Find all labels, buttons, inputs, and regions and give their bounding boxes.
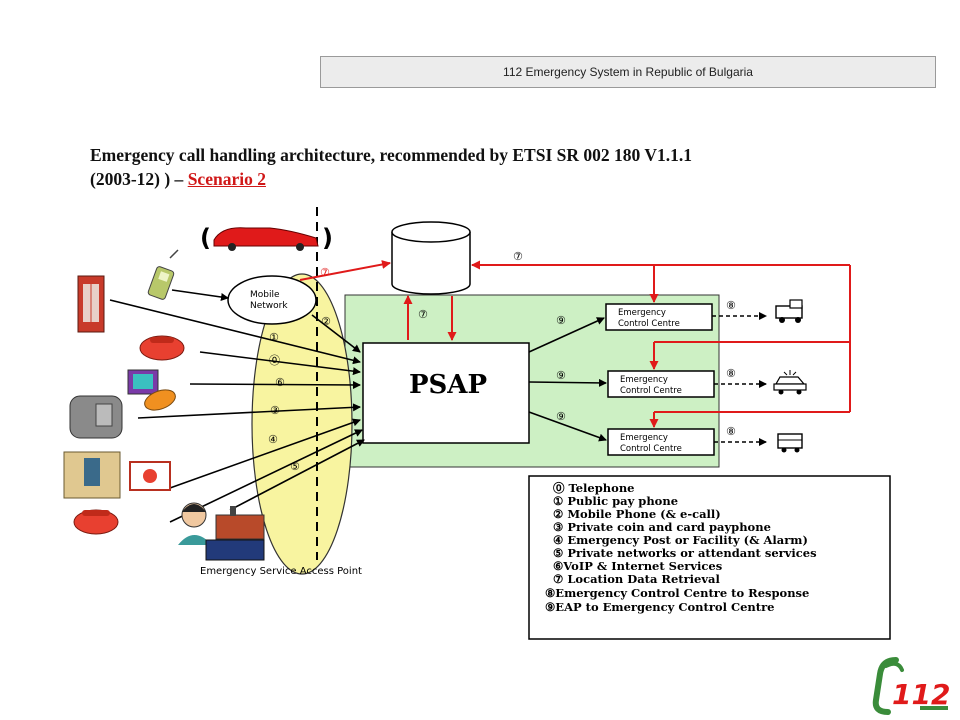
ellipse-markers: ① ⓪ ⑥ ③ ④ ⑤ ② — [268, 315, 331, 473]
psap-label: PSAP — [409, 370, 487, 400]
telephone-icon-2 — [73, 509, 119, 535]
svg-text:⑨: ⑨ — [556, 314, 566, 327]
svg-text:⑨: ⑨ — [556, 369, 566, 382]
ecc-box-1: Emergency Control Centre — [605, 303, 713, 331]
mobile-network-node — [227, 275, 317, 325]
access-point-ellipse — [251, 273, 353, 575]
svg-text:⑧: ⑧ — [726, 367, 736, 380]
header-title: 112 Emergency System in Republic of Bulg… — [503, 65, 753, 79]
svg-text:④: ④ — [268, 433, 278, 446]
legend-item-location-data: ⑦ Location Data Retrieval — [553, 572, 720, 586]
legend-item-emergency-post: ④ Emergency Post or Facility (& Alarm) — [553, 533, 808, 547]
ecc-box-3: Emergency Control Centre — [607, 428, 715, 456]
legend-box — [528, 475, 891, 640]
private-network-buildings-icon — [205, 506, 265, 561]
mobile-network-label-2: Network — [250, 301, 288, 311]
svg-text:⑧: ⑧ — [726, 425, 736, 438]
svg-text:): ) — [322, 224, 333, 252]
svg-text:Emergency: Emergency — [620, 375, 668, 385]
legend-items: ⓪ Telephone ① Public pay phone ② Mobile … — [545, 481, 817, 614]
emergency-post-icon — [63, 451, 171, 499]
legend-item-coin-payphone: ③ Private coin and card payphone — [553, 520, 771, 534]
ambulance-icon — [775, 299, 803, 323]
esap-label: Emergency Service Access Point — [200, 566, 362, 577]
pay-phone-booth-icon — [77, 275, 105, 333]
svg-text:⑤: ⑤ — [290, 460, 300, 473]
legend-item-telephone: ⓪ Telephone — [553, 481, 635, 495]
svg-text:⑨: ⑨ — [556, 410, 566, 423]
operator-icon — [178, 502, 212, 545]
logo-112-text: 112 — [892, 678, 950, 711]
header-bar: 112 Emergency System in Republic of Bulg… — [320, 56, 936, 88]
psap-box — [362, 342, 530, 444]
police-car-icon — [773, 370, 807, 395]
flow-markers: ⑦ ⑦ ⑦ ⑨ ⑨ ⑨ ⑧ ⑧ ⑧ — [320, 250, 736, 438]
voip-computer-icon — [127, 369, 176, 411]
legend-item-private-networks: ⑤ Private networks or attendant services — [553, 546, 817, 560]
response-arrows — [712, 312, 767, 446]
svg-text:②: ② — [321, 315, 331, 328]
car-icon: ( ) — [200, 224, 333, 252]
telephone-icon-1 — [139, 335, 185, 361]
fire-truck-icon — [777, 433, 803, 453]
svg-text:①: ① — [269, 331, 279, 344]
svg-text:⑦: ⑦ — [513, 250, 523, 263]
svg-text:Control Centre: Control Centre — [620, 386, 682, 396]
location-data-arrows — [299, 260, 851, 428]
svg-text:Control Centre: Control Centre — [618, 319, 680, 329]
slide-title-part1: Emergency call handling architecture, re… — [90, 145, 692, 165]
svg-text:Emergency: Emergency — [618, 308, 666, 318]
svg-text:(: ( — [200, 224, 211, 252]
legend-item-ecc-response: ⑧Emergency Control Centre to Response — [545, 586, 809, 600]
coin-payphone-icon — [69, 395, 123, 439]
mobile-network-label-1: Mobile — [250, 290, 280, 300]
slide-title-part2: (2003-12) ) – — [90, 169, 188, 189]
mobile-phone-icon — [147, 249, 179, 300]
svg-text:⑧: ⑧ — [726, 299, 736, 312]
svg-text:⑦: ⑦ — [320, 266, 330, 279]
svg-text:Control Centre: Control Centre — [620, 444, 682, 454]
svg-text:Emergency: Emergency — [620, 433, 668, 443]
svg-text:⑥: ⑥ — [275, 376, 285, 389]
legend-item-voip: ⑥VoIP & Internet Services — [553, 559, 722, 573]
slide-title: Emergency call handling architecture, re… — [90, 143, 890, 191]
svg-text:⓪: ⓪ — [269, 354, 280, 367]
legend-item-mobile-phone: ② Mobile Phone (& e-call) — [553, 507, 721, 521]
scenario-link[interactable]: Scenario 2 — [187, 169, 266, 189]
ecc-box-2: Emergency Control Centre — [607, 370, 715, 398]
legend-item-public-pay-phone: ① Public pay phone — [553, 494, 678, 508]
svg-text:③: ③ — [270, 404, 280, 417]
logo-112-icon: 112 — [872, 657, 950, 715]
legend-item-eap-ecc: ⑨EAP to Emergency Control Centre — [545, 600, 774, 614]
location-database-icon — [391, 221, 471, 295]
svg-text:⑦: ⑦ — [418, 308, 428, 321]
